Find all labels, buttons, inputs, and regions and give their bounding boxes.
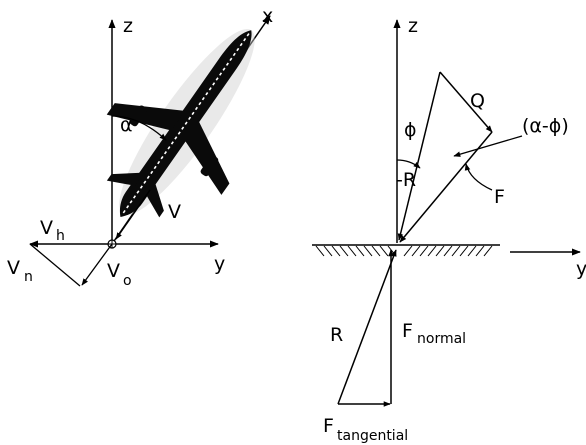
neg-r-label: -R: [396, 169, 416, 191]
f-vector: [399, 131, 493, 243]
r-label: R: [330, 324, 343, 346]
v-vector: [115, 189, 151, 240]
f-normal-label: F normal: [402, 320, 466, 347]
svg-text:V: V: [40, 217, 53, 239]
svg-text:V: V: [107, 260, 120, 282]
y-label-right: y: [576, 258, 586, 280]
q-vector: [439, 71, 493, 133]
airplane-icon: [106, 29, 255, 218]
neg-r-vector: [397, 71, 441, 241]
left-diagram: z y x V α: [7, 5, 273, 289]
y-label-left: y: [214, 253, 225, 275]
svg-text:V: V: [7, 257, 20, 279]
svg-text:F: F: [323, 415, 334, 437]
z-label-right: z: [408, 15, 418, 37]
svg-text:o: o: [123, 273, 132, 289]
phi-label: ϕ: [404, 119, 417, 141]
vn-label: V n: [7, 257, 33, 285]
alpha-arc: [111, 115, 167, 141]
svg-text:tangential: tangential: [337, 428, 408, 444]
q-label: Q: [470, 90, 485, 112]
alpha-phi-pointer: [453, 135, 523, 157]
v-label: V: [168, 201, 181, 223]
svg-text:n: n: [24, 269, 33, 285]
vo-label: V o: [107, 260, 132, 289]
vh-label: V h: [40, 217, 65, 244]
svg-text:h: h: [56, 228, 65, 244]
ground-hatching: [315, 245, 493, 257]
x-label: x: [262, 5, 273, 27]
vo-vector: [81, 243, 113, 286]
f-pointer: [464, 163, 493, 191]
svg-text:F: F: [402, 320, 413, 342]
svg-text:normal: normal: [417, 331, 466, 347]
z-label-left: z: [123, 15, 133, 37]
f-tangential-label: F tangential: [323, 415, 408, 444]
alpha-label: α: [120, 114, 133, 136]
vn-vector: [29, 243, 81, 287]
f-label: F: [494, 186, 505, 208]
phi-arc: [396, 159, 421, 169]
alpha-phi-label: (α-ϕ): [522, 115, 569, 137]
r-vector: [337, 249, 397, 405]
right-diagram: z y -R Q F ϕ: [312, 15, 586, 444]
